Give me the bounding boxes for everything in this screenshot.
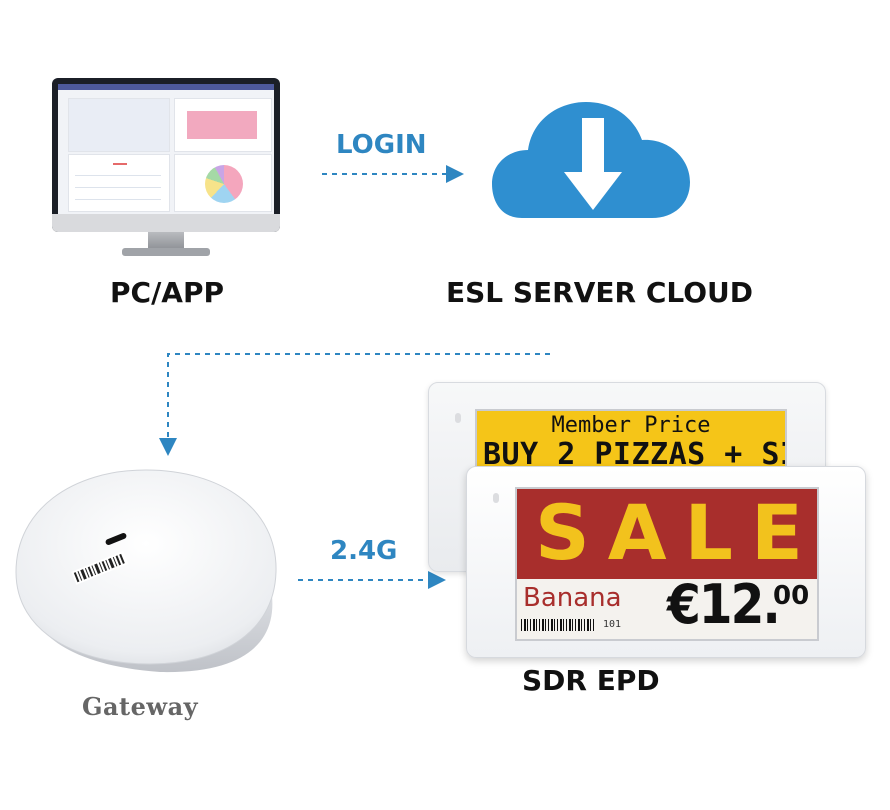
member-price-text: Member Price: [477, 413, 785, 438]
barcode-icon: [521, 619, 595, 631]
esl-tag-front: SALE Banana €12. 00 101: [466, 466, 866, 658]
pc-label: PC/APP: [110, 276, 224, 309]
cloud-to-gateway-arrowhead: [159, 438, 177, 456]
tag-led-icon: [493, 493, 499, 503]
wireless-gateway-icon: [10, 468, 282, 678]
dashboard-panel-line: [68, 154, 170, 212]
dashboard-screen: [58, 84, 274, 214]
dashboard-line-marker: [113, 163, 127, 165]
monitor-icon: [52, 78, 280, 260]
cloud-label: ESL SERVER CLOUD: [446, 276, 753, 309]
tag-led-icon: [455, 413, 461, 423]
sku-text: 101: [603, 619, 621, 630]
login-arrowhead: [446, 165, 464, 183]
dashboard-panel-table: [68, 98, 170, 152]
dashboard-bar-fill: [187, 111, 257, 139]
dashboard-panel-pie: [174, 154, 272, 212]
monitor-base: [122, 248, 210, 256]
epd-label: SDR EPD: [522, 664, 660, 697]
price-cents: 00: [773, 581, 809, 611]
dashboard-gridline: [75, 199, 161, 200]
login-label: LOGIN: [336, 130, 427, 160]
dashboard-gridline: [75, 175, 161, 176]
product-name: Banana: [523, 583, 622, 613]
dashboard-pie: [205, 165, 243, 203]
price-main: €12.: [667, 573, 779, 636]
radio-label: 2.4G: [330, 536, 397, 566]
radio-arrowhead: [428, 571, 446, 589]
dashboard-gridline: [75, 187, 161, 188]
cloud-download-icon: [492, 92, 690, 220]
esl-display-red: SALE Banana €12. 00 101: [515, 487, 819, 641]
monitor-chin: [52, 214, 280, 232]
dashboard-topbar: [58, 84, 274, 90]
sale-text: SALE: [517, 491, 817, 575]
gateway-label: Gateway: [82, 692, 198, 721]
dashboard-panel-bar: [174, 98, 272, 152]
monitor-bezel: [52, 78, 280, 232]
